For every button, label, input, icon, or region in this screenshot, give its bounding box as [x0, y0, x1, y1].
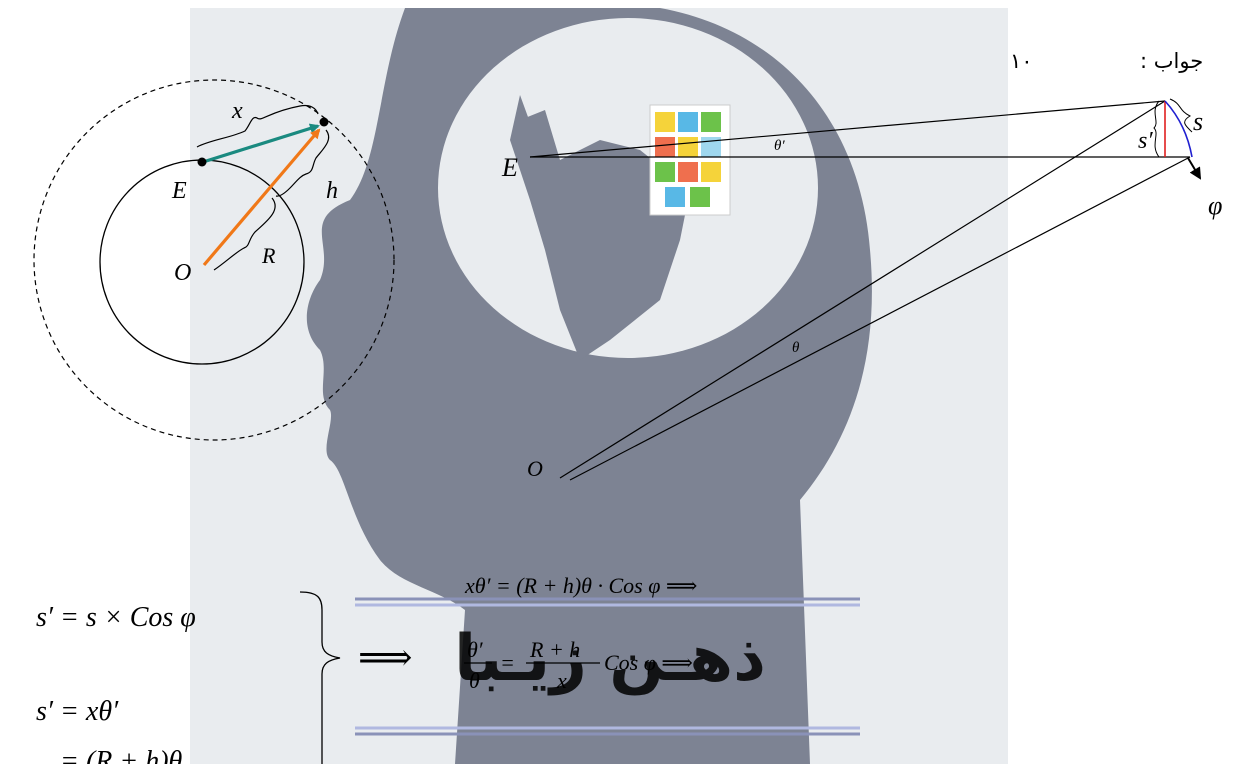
answer-number: ۱۰: [1010, 49, 1033, 73]
equation-5-num-right: R + h: [529, 637, 580, 662]
point-e-dot: [197, 157, 207, 167]
label-theta: θ: [792, 340, 800, 356]
equation-5-den-left: θ: [469, 668, 480, 693]
label-s: s: [1193, 107, 1203, 136]
equation-5-tail: Cos φ ⟹: [604, 650, 693, 675]
equations: s′ = s × Cos φ s′ = xθ′ = (R + h)θ ⟹ xθ′…: [36, 573, 697, 764]
left-figure: x E h O R: [33, 79, 395, 441]
equation-5-equals: =: [500, 650, 515, 675]
background-watermark: ذهـن زیـبا: [190, 8, 1008, 764]
phi-arrow: [1187, 157, 1202, 180]
answer-label: جواب :: [1140, 49, 1203, 73]
x-vector-arrow: [202, 123, 320, 164]
line-o-to-bottom: [569, 156, 1191, 481]
label-e-left: E: [171, 178, 187, 204]
s-prime-brace: [1153, 100, 1160, 158]
right-figure: E O θ′ θ s′ s φ: [501, 98, 1222, 481]
equation-brace: [299, 591, 341, 764]
equation-4: xθ′ = (R + h)θ · Cos φ ⟹: [464, 573, 697, 598]
equation-2: s′ = xθ′: [36, 696, 119, 727]
line-e-to-top: [529, 100, 1166, 158]
equation-1: s′ = s × Cos φ: [36, 602, 196, 633]
label-o-left: O: [174, 260, 191, 286]
r-brace: [213, 197, 276, 271]
label-r-left: R: [261, 243, 276, 268]
h-brace: [275, 129, 330, 197]
label-h-left: h: [326, 178, 338, 204]
line-o-to-top: [559, 100, 1166, 479]
label-s-prime: s′: [1138, 128, 1153, 154]
s-brace: [1169, 98, 1193, 133]
equation-3: = (R + h)θ: [60, 746, 183, 764]
label-phi: φ: [1208, 191, 1222, 220]
x-brace: [196, 104, 319, 148]
implies-arrow: ⟹: [358, 637, 412, 679]
label-x-left: x: [231, 98, 243, 124]
orbit-circle-dashed: [33, 79, 395, 441]
watermark-text: ذهـن زیـبا: [454, 622, 766, 696]
label-o-right: O: [527, 456, 543, 481]
point-top-dot: [319, 117, 329, 127]
rubiks-cube: [649, 104, 731, 216]
label-theta-prime: θ′: [774, 138, 785, 154]
equation-5-num-left: θ′: [467, 637, 484, 662]
watermark-logo: ذهـن زیـبا: [355, 597, 860, 736]
s-arc: [1164, 100, 1193, 158]
label-e-right: E: [501, 153, 518, 182]
hand-silhouette: [510, 95, 690, 360]
h-vector-arrow: [202, 128, 321, 267]
equation-5-den-right: x: [556, 668, 567, 693]
